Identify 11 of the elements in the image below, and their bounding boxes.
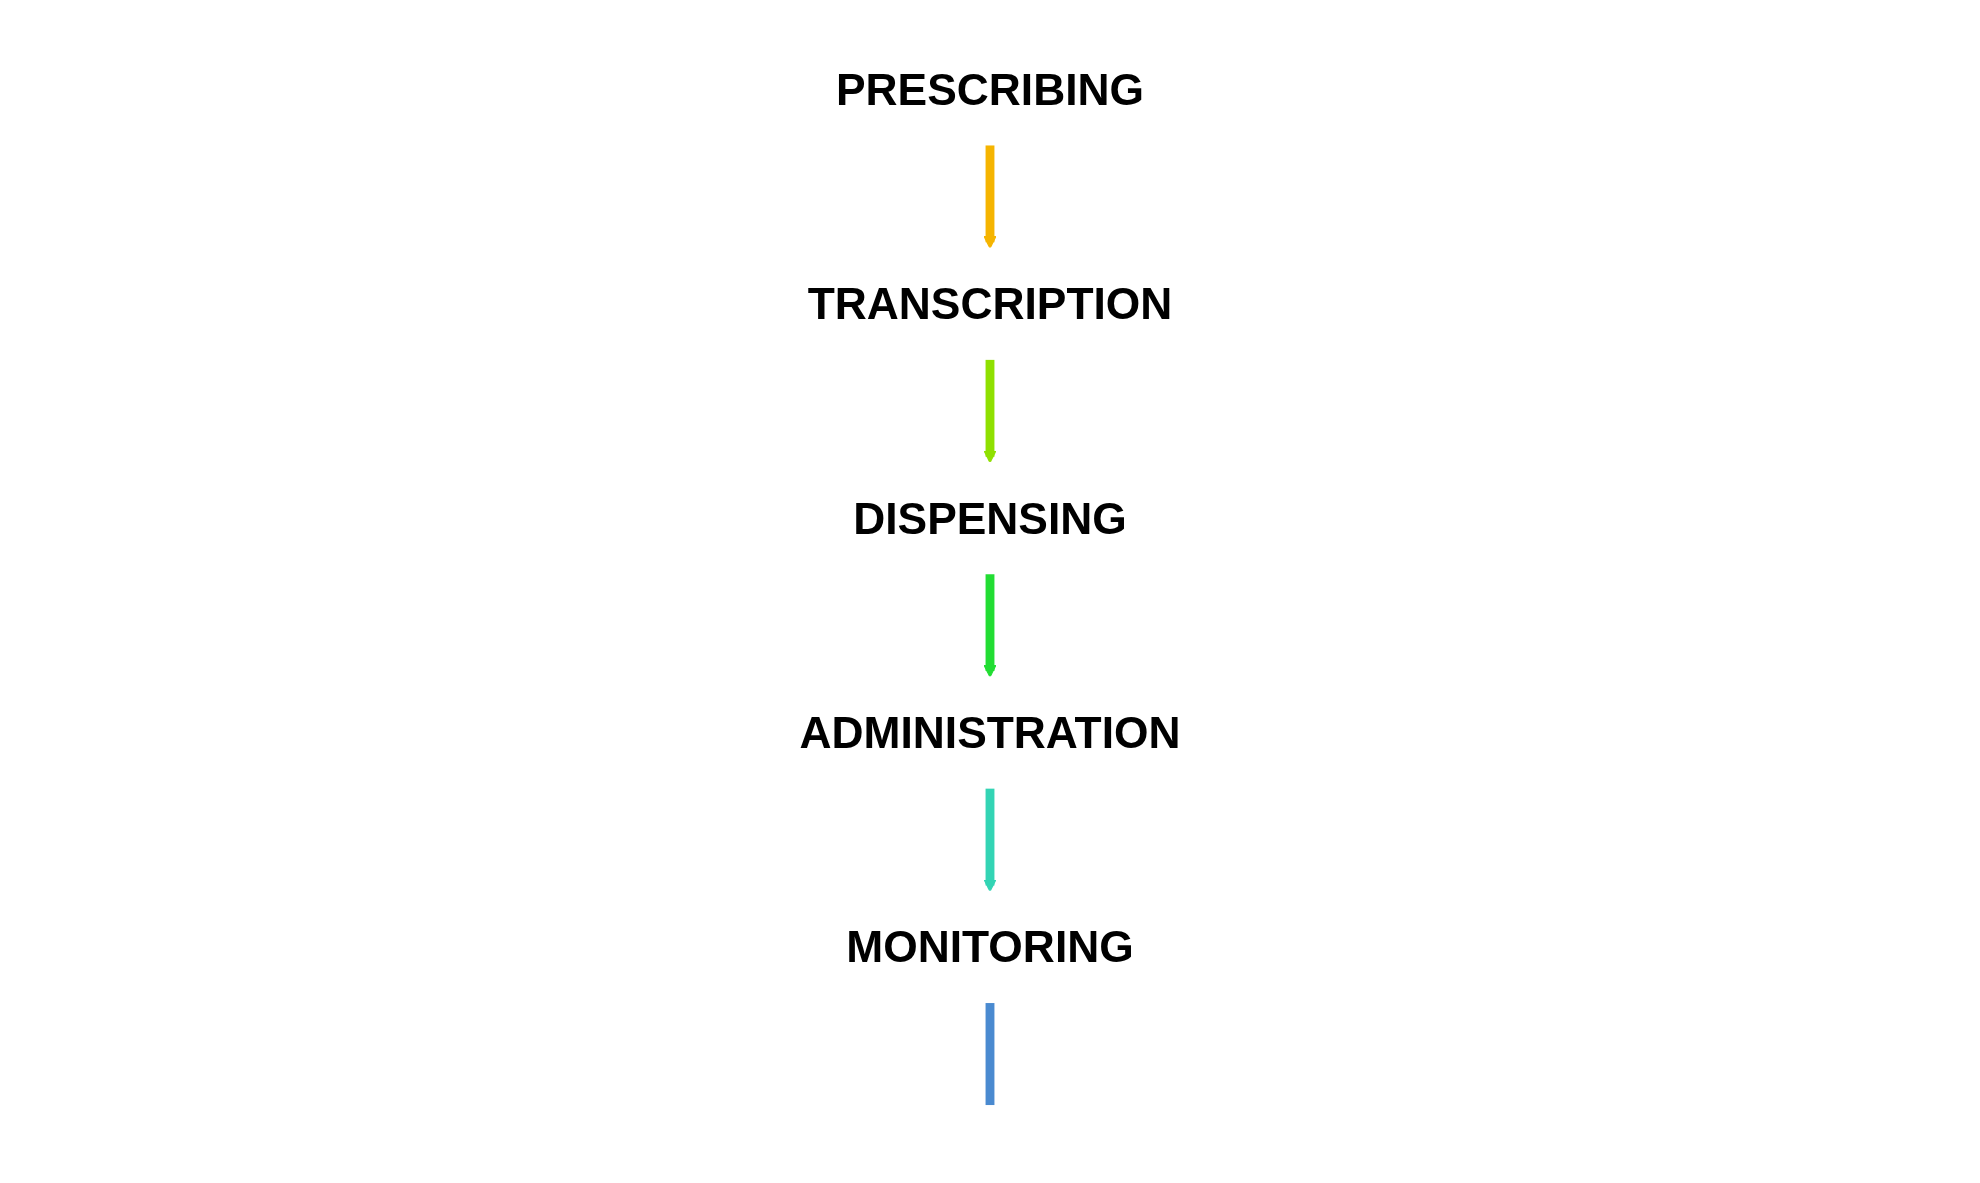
node-text: PRESCRIBING: [835, 64, 1145, 114]
node-text: ADMINISTRATION: [799, 707, 1181, 757]
arrow: [983, 144, 997, 249]
arrow: [983, 787, 997, 892]
node-text: MONITORING: [846, 921, 1134, 971]
node-text: DISPENSING: [853, 493, 1127, 542]
arrow: [983, 573, 997, 678]
flow-diagram: PRESCRIBING TRANSCRIPTION DISPENSING ADMINISTRATION MONITORING: [40, 21, 1940, 1162]
node-text: TRANSCRIPTION: [807, 278, 1173, 328]
arrow: [983, 358, 997, 463]
connector: [985, 1001, 995, 1106]
